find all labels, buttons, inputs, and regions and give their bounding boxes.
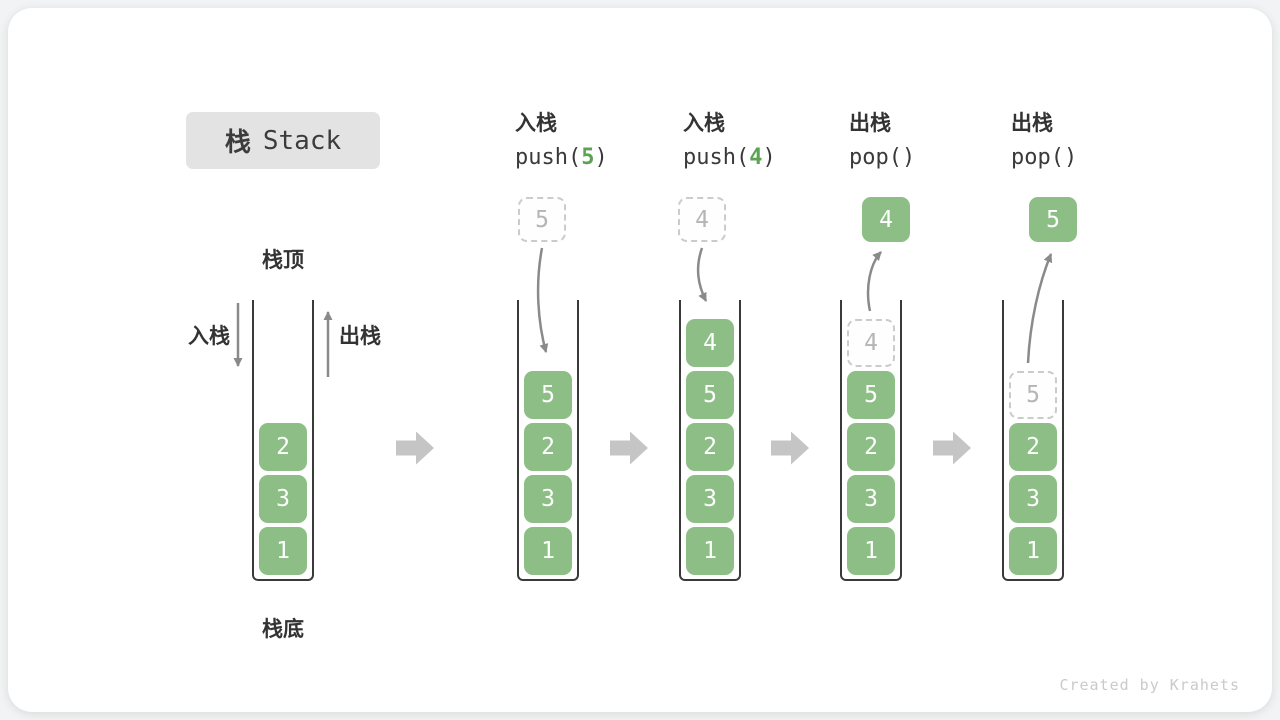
stack-item: 1: [847, 527, 895, 575]
stack-item: 2: [524, 423, 572, 471]
step-header-push5: 入栈 push(5): [515, 107, 608, 170]
stack-item: 3: [686, 475, 734, 523]
code-text: pop(): [849, 145, 916, 170]
stack-item: 1: [1009, 527, 1057, 575]
stack-item: 3: [259, 475, 307, 523]
watermark: Created by Krahets: [1059, 676, 1240, 694]
title-en: Stack: [262, 125, 342, 156]
step-label: 出栈: [849, 112, 891, 135]
step-label: 入栈: [515, 112, 557, 135]
code-text: push(: [683, 145, 750, 170]
popped-item-box: 5: [1029, 197, 1077, 242]
stack-item: 2: [686, 423, 734, 471]
pop-side-label: 出栈: [339, 325, 381, 348]
stack-item: 2: [847, 423, 895, 471]
stack-item: 3: [524, 475, 572, 523]
step-code: push(5): [515, 145, 608, 170]
stack-item: 1: [524, 527, 572, 575]
title-zh: 栈: [224, 128, 251, 158]
stack-item: 2: [259, 423, 307, 471]
pushing-item-box: 5: [518, 197, 566, 242]
code-text: ): [594, 145, 608, 170]
stack-top-label: 栈顶: [262, 249, 304, 272]
stack-item: 3: [847, 475, 895, 523]
page-title: 栈 Stack: [186, 112, 380, 169]
stack-container: [517, 300, 579, 581]
stack-item: 4: [686, 319, 734, 367]
stack-item: 5: [686, 371, 734, 419]
step-label: 入栈: [683, 112, 725, 135]
code-text: ): [762, 145, 776, 170]
stack-item-ghost: 5: [1009, 371, 1057, 419]
push-side-label: 入栈: [188, 325, 230, 348]
code-arg: 4: [749, 145, 763, 170]
step-header-pop5: 出栈 pop(): [1011, 107, 1077, 170]
step-code: pop(): [849, 145, 915, 170]
stack-item-ghost: 4: [847, 319, 895, 367]
stack-item: 5: [524, 371, 572, 419]
step-header-pop4: 出栈 pop(): [849, 107, 915, 170]
stack-container: [252, 300, 314, 581]
stack-item: 1: [259, 527, 307, 575]
step-label: 出栈: [1011, 112, 1053, 135]
code-text: push(: [515, 145, 582, 170]
stack-item: 2: [1009, 423, 1057, 471]
stack-item: 5: [847, 371, 895, 419]
stack-bottom-label: 栈底: [262, 618, 304, 641]
stack-item: 1: [686, 527, 734, 575]
pushing-item-box: 4: [678, 197, 726, 242]
code-text: pop(): [1011, 145, 1078, 170]
popped-item-box: 4: [862, 197, 910, 242]
code-arg: 5: [581, 145, 595, 170]
step-header-push4: 入栈 push(4): [683, 107, 776, 170]
stack-container: [840, 300, 902, 581]
stack-container: [1002, 300, 1064, 581]
step-code: push(4): [683, 145, 776, 170]
stack-item: 3: [1009, 475, 1057, 523]
stack-container: [679, 300, 741, 581]
step-code: pop(): [1011, 145, 1077, 170]
